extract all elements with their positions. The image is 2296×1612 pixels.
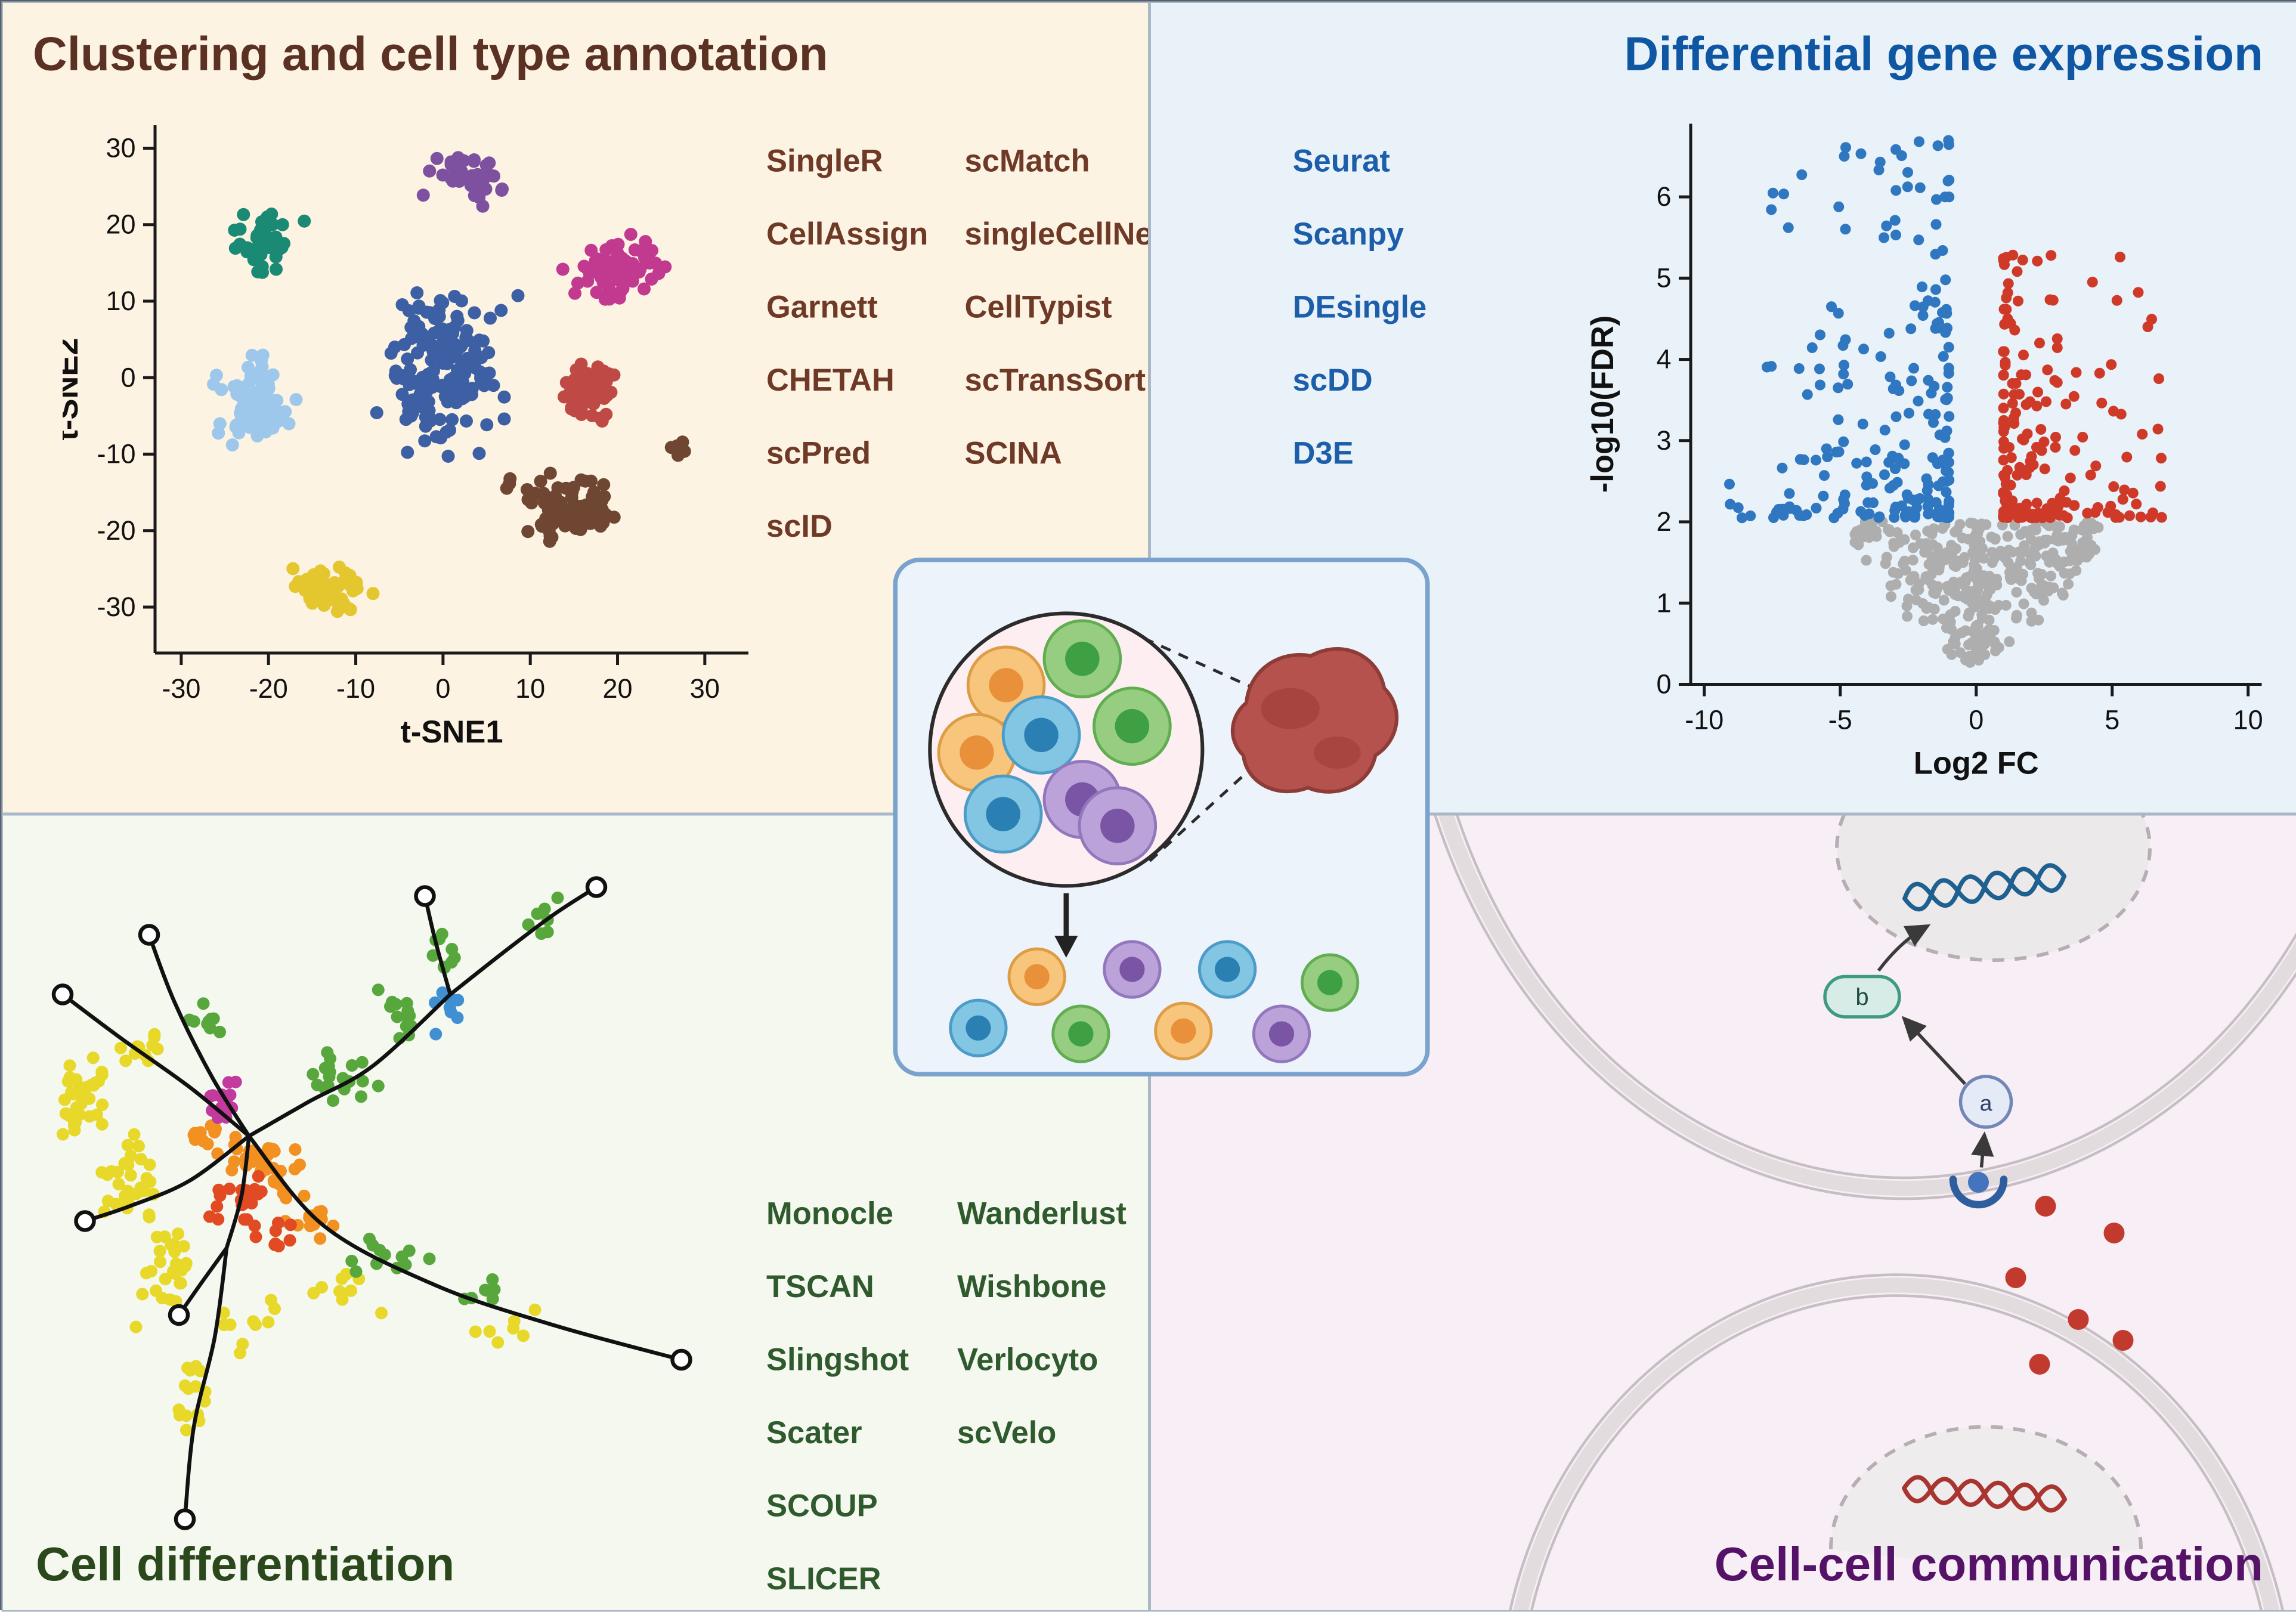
svg-text:5: 5 — [2105, 705, 2119, 735]
trajectory-endpoints — [54, 878, 691, 1529]
tool-item: scDD — [1293, 345, 1427, 418]
svg-text:4: 4 — [1656, 344, 1671, 375]
tool-item: SCOUP — [766, 1470, 909, 1543]
svg-text:t-SNE1: t-SNE1 — [400, 714, 503, 745]
svg-text:1: 1 — [1656, 587, 1671, 618]
trajectory-plot — [3, 846, 838, 1561]
svg-text:0: 0 — [1969, 705, 1984, 735]
tool-item: scID — [766, 491, 928, 564]
center-illustration-box — [893, 558, 1430, 1076]
svg-text:30: 30 — [690, 673, 720, 704]
svg-text:0: 0 — [435, 673, 450, 704]
tool-item: CellTypist — [965, 271, 1150, 345]
svg-text:10: 10 — [106, 286, 135, 316]
trajectory-cells — [57, 892, 564, 1437]
svg-text:0: 0 — [1656, 669, 1671, 700]
tool-item: D3E — [1293, 417, 1427, 491]
svg-text:20: 20 — [602, 673, 632, 704]
svg-text:-10: -10 — [97, 439, 135, 469]
tool-item: DEsingle — [1293, 271, 1427, 345]
tool-item: Wishbone — [957, 1251, 1127, 1325]
svg-text:10: 10 — [515, 673, 545, 704]
tool-item: SLICER — [766, 1543, 909, 1612]
single-cell-dissociation-illustration — [898, 562, 1425, 1072]
tool-item: scPred — [766, 417, 928, 491]
svg-text:-5: -5 — [1828, 705, 1852, 735]
tool-item: Scater — [766, 1397, 909, 1471]
trajectory-branches — [63, 887, 682, 1520]
tool-item: CHETAH — [766, 345, 928, 418]
panel-dge-title: Differential gene expression — [1624, 27, 2263, 82]
label-a: a — [1980, 1091, 1992, 1116]
tool-item: singleCellNet — [965, 199, 1150, 272]
label-b: b — [1855, 984, 1868, 1010]
svg-text:3: 3 — [1656, 425, 1671, 456]
panel-clustering-title: Clustering and cell type annotation — [33, 27, 828, 82]
tool-item: Seurat — [1293, 125, 1427, 199]
panel-communication-title: Cell-cell communication — [1715, 1537, 2263, 1593]
tool-item: Monocle — [766, 1178, 909, 1251]
svg-text:-log10(FDR): -log10(FDR) — [1585, 315, 1620, 493]
tool-item: Wanderlust — [957, 1178, 1127, 1251]
panel-differentiation-title: Cell differentiation — [36, 1537, 454, 1593]
signal-molecule-a: a — [1961, 1076, 2012, 1127]
tool-item: Scanpy — [1293, 199, 1427, 272]
arrow-a-to-b — [1904, 1019, 1966, 1084]
tool-item: scMatch — [965, 125, 1150, 199]
svg-text:-10: -10 — [1685, 705, 1723, 735]
volcano-points — [1724, 135, 2167, 668]
svg-text:10: 10 — [2233, 705, 2263, 735]
tool-item: Garnett — [766, 271, 928, 345]
svg-text:-20: -20 — [97, 515, 135, 546]
tool-item: scVelo — [957, 1397, 1127, 1471]
tool-item: Slingshot — [766, 1324, 909, 1397]
tool-item: TSCAN — [766, 1251, 909, 1325]
tissue-blob — [1233, 649, 1397, 792]
signal-molecule-b: b — [1825, 977, 1899, 1017]
dissociated-cells — [951, 942, 1358, 1062]
svg-text:-20: -20 — [249, 673, 288, 704]
tool-item: SingleR — [766, 125, 928, 199]
tool-item: scTransSort — [965, 345, 1150, 418]
svg-text:0: 0 — [120, 362, 135, 392]
svg-text:-30: -30 — [162, 673, 200, 704]
receiving-cell-nucleus — [1837, 816, 2150, 961]
tool-item: Verlocyto — [957, 1324, 1127, 1397]
tool-item: CellAssign — [766, 199, 928, 272]
svg-text:30: 30 — [106, 132, 135, 163]
dissociation-arrow — [1054, 893, 1078, 958]
tsne-points — [207, 151, 691, 618]
tsne-plot: -30 -20 -10 0 10 20 30 -30 -20 -10 0 10 20 30 t-SNE1 t-… — [63, 104, 763, 745]
svg-text:Log2 FC: Log2 FC — [1914, 746, 2039, 781]
svg-text:-10: -10 — [336, 673, 375, 704]
svg-text:t-SNE2: t-SNE2 — [63, 338, 85, 440]
svg-text:6: 6 — [1656, 181, 1671, 212]
svg-text:2: 2 — [1656, 506, 1671, 537]
svg-text:20: 20 — [106, 209, 135, 240]
arrow-receptor-to-a — [1982, 1135, 1985, 1168]
tool-item: SCINA — [965, 417, 1150, 491]
svg-text:-30: -30 — [97, 592, 135, 622]
svg-text:5: 5 — [1656, 262, 1671, 293]
